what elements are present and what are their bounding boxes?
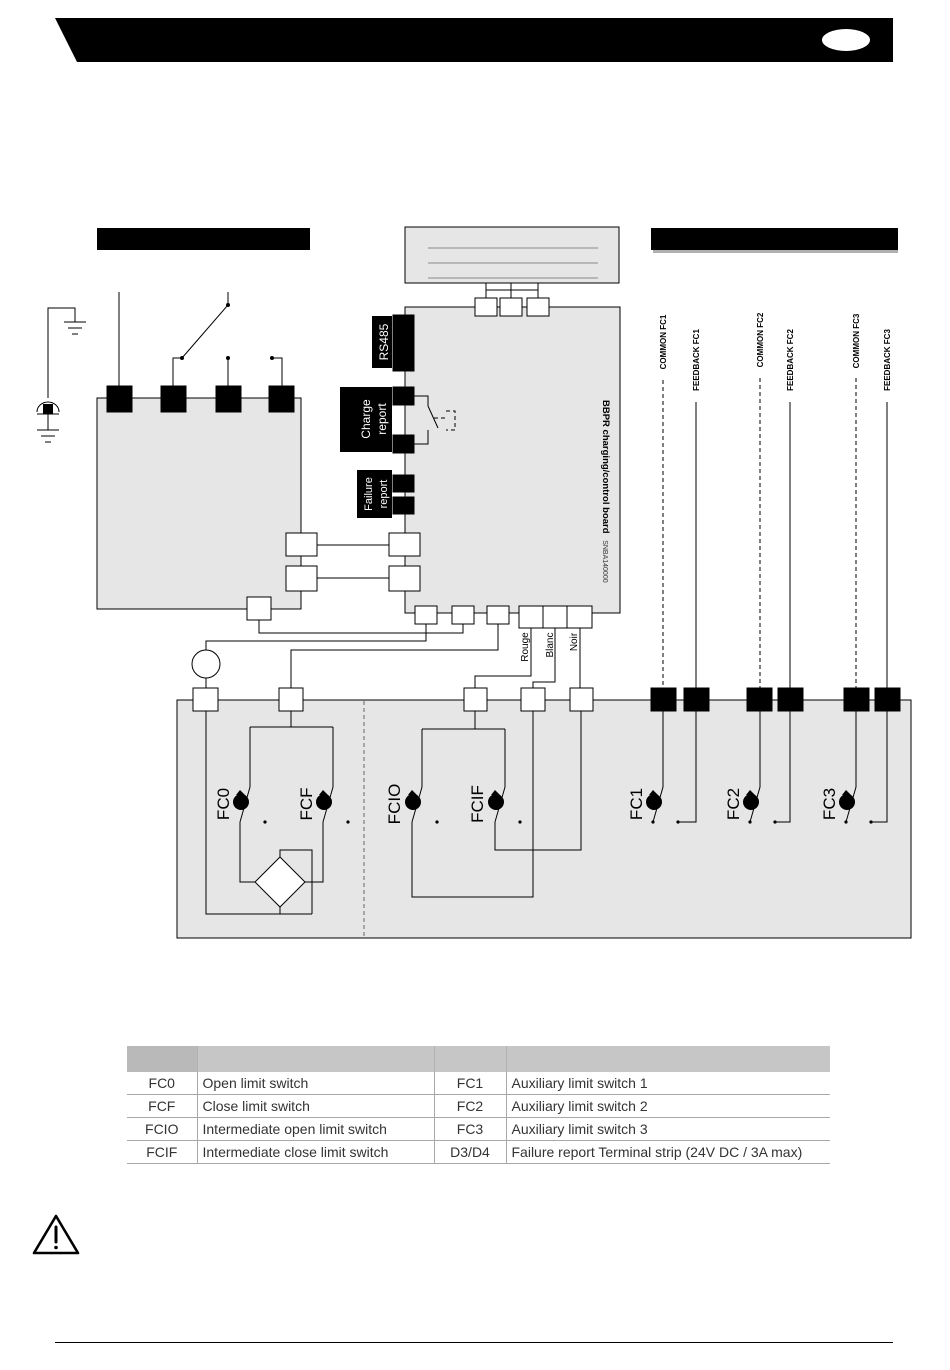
failure-report-label-box (357, 470, 392, 518)
display-terminals (474, 297, 550, 317)
failure-report-label-line1: Failure (363, 477, 375, 511)
limit-switch-bulb-icon (233, 790, 249, 810)
power-module-terminals (106, 385, 295, 413)
legend-header-cell (197, 1046, 435, 1072)
code-cell: FCIF (127, 1140, 198, 1164)
description-cell: Open limit switch (197, 1072, 435, 1095)
footer-rule (55, 1342, 893, 1343)
aux-label-common-fc3: COMMON FC3 (852, 313, 861, 368)
ground-icon (47, 307, 86, 398)
aux-switch-wiring (651, 711, 888, 824)
description-cell: Failure report Terminal strip (24V DC / … (506, 1140, 830, 1164)
switch-label-fcf: FCF (297, 787, 316, 820)
description-cell: Auxiliary limit switch 1 (506, 1072, 830, 1095)
limit-switch-bulbs (233, 790, 855, 810)
limit-switch-bulb-icon (405, 790, 421, 810)
aux-label-common-fc1: COMMON FC1 (659, 314, 668, 369)
aux-label-feedback-fc1: FEEDBACK FC1 (692, 329, 701, 391)
failure-report-label-line2: report (378, 480, 390, 509)
switch-label-fc3: FC3 (820, 788, 839, 820)
power-module (96, 397, 302, 610)
charge-report-label-line1: Charge (359, 399, 373, 439)
code-cell: FC1 (434, 1072, 507, 1095)
display-module (404, 226, 620, 284)
right-section-title-bar (651, 228, 898, 250)
description-cell: Intermediate open limit switch (197, 1117, 435, 1141)
aux-label-feedback-fc3: FEEDBACK FC3 (883, 329, 892, 391)
board-title: BBPR charging/control board SNBA140000 (600, 400, 611, 583)
page-number-badge (822, 29, 870, 51)
board-signal-terminals (392, 314, 415, 515)
code-cell: FCF (127, 1094, 198, 1118)
switch-label-fcif: FCIF (468, 785, 487, 823)
module-link-terminals (246, 532, 421, 621)
code-cell: D3/D4 (434, 1140, 507, 1164)
aux-label-common-fc2: COMMON FC2 (756, 312, 765, 367)
board-bottom-terminals (414, 605, 593, 629)
page-header-bar (55, 18, 893, 62)
description-cell: Close limit switch (197, 1094, 435, 1118)
code-cell: FCIO (127, 1117, 198, 1141)
module-board-wiring (205, 544, 499, 688)
table-row: FC0 Open limit switch FC1 Auxiliary limi… (127, 1072, 830, 1095)
display-wiring (485, 283, 539, 298)
charge-report-label-line2: report (375, 403, 389, 435)
legend-header-cell (434, 1046, 507, 1072)
encoder-wiring (474, 628, 581, 688)
legend-header-row (127, 1046, 830, 1072)
description-cell: Intermediate close limit switch (197, 1140, 435, 1164)
charge-report-relay-icon (414, 395, 456, 445)
charge-report-label-box (340, 387, 392, 452)
aux-label-feedback-fc2: FEEDBACK FC2 (786, 329, 795, 391)
description-cell: Auxiliary limit switch 3 (506, 1117, 830, 1141)
legend-header-cell (506, 1046, 830, 1072)
legend-table: FC0 Open limit switch FC1 Auxiliary limi… (127, 1046, 830, 1164)
board-code: SNBA140000 (601, 540, 608, 583)
description-cell: Auxiliary limit switch 2 (506, 1094, 830, 1118)
rs485-label: RS485 (377, 323, 391, 360)
barrier-housing (176, 699, 912, 939)
switch-label-fc2: FC2 (724, 788, 743, 820)
table-row: FCIF Intermediate close limit switch D3/… (127, 1140, 830, 1164)
right-section-title-shadow (653, 249, 898, 253)
control-board (404, 306, 621, 614)
wire-label-blanc: Blanc (545, 632, 556, 657)
limit-switch-bulb-icon (839, 790, 855, 810)
supply-wiring (118, 292, 283, 386)
code-cell: FC2 (434, 1094, 507, 1118)
board-name: BBPR charging/control board (600, 400, 611, 534)
switch-label-fc0: FC0 (214, 788, 233, 820)
limit-switch-bulb-icon (316, 790, 332, 810)
wire-label-noir: Noir (569, 632, 580, 651)
fc0-fcf-wiring (205, 711, 350, 915)
warning-triangle-icon (32, 1214, 80, 1255)
aux-feed-lines (662, 378, 888, 688)
code-cell: FC3 (434, 1117, 507, 1141)
housing-terminals (192, 687, 901, 712)
limit-switch-bulb-icon (743, 790, 759, 810)
switch-label-fc1: FC1 (627, 788, 646, 820)
code-cell: FC0 (127, 1072, 198, 1095)
limit-switch-bulb-icon (488, 790, 504, 810)
table-row: FCIO Intermediate open limit switch FC3 … (127, 1117, 830, 1141)
fcio-fcif-wiring (411, 711, 582, 898)
legend-header-cell (127, 1046, 198, 1072)
rs485-label-box (372, 316, 392, 368)
table-row: FCF Close limit switch FC2 Auxiliary lim… (127, 1094, 830, 1118)
left-section-title-bar (97, 228, 310, 250)
limit-switch-bulb-icon (646, 790, 662, 810)
earth-connector-icon (36, 401, 60, 443)
motor-circle-icon (191, 649, 221, 679)
wire-label-rouge: Rouge (520, 632, 531, 662)
switch-label-fcio: FCIO (385, 784, 404, 825)
